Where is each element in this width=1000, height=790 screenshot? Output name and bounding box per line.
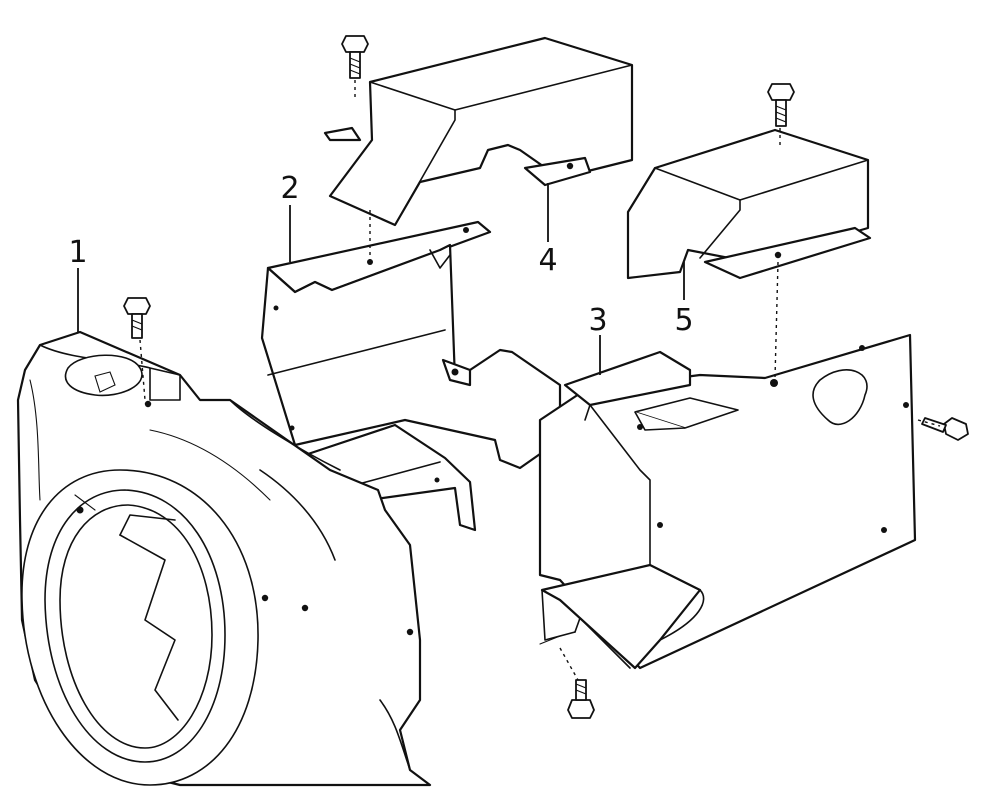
part-1-blower-housing (16, 330, 432, 787)
part-4-upper-cover (323, 36, 634, 227)
bolt-right-part-3 (921, 417, 969, 441)
bolt-bottom-part-3 (567, 679, 595, 719)
part-3-housing (538, 333, 917, 670)
callout-1: 1 (68, 235, 87, 270)
leader-lines (77, 183, 685, 375)
bolt-top-part-5 (767, 83, 795, 127)
bolt-top-part-4 (341, 35, 369, 79)
callout-4: 4 (538, 243, 557, 278)
part-5-small-cover (626, 128, 872, 280)
callout-5: 5 (674, 303, 693, 338)
bolt-top-part-1 (123, 297, 151, 339)
callout-3: 3 (588, 303, 607, 338)
callout-2: 2 (280, 171, 299, 206)
part-2-baffle (260, 220, 562, 532)
assembly-lines (139, 80, 941, 681)
